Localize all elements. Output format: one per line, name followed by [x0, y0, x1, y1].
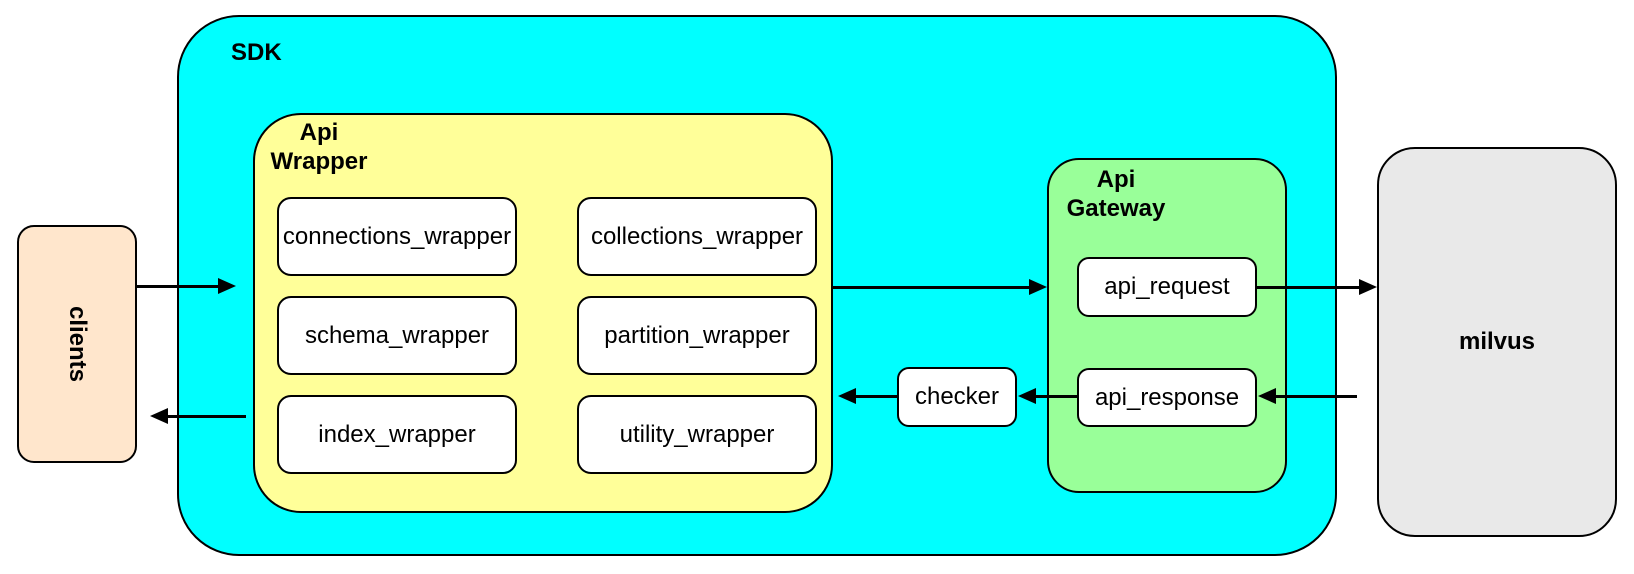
checker-box: checker: [897, 367, 1017, 427]
arrow-sdk-to-clients-head: [150, 408, 168, 424]
utility-wrapper-box: utility_wrapper: [577, 395, 817, 474]
arrow-api-response-to-checker-head: [1018, 388, 1036, 404]
arrow-api-response-to-checker-line: [1035, 395, 1077, 398]
milvus-label: milvus: [1458, 328, 1536, 355]
sdk-label: SDK: [231, 39, 282, 66]
api-request-box: api_request: [1077, 257, 1257, 317]
api-wrapper-label: Api Wrapper: [269, 118, 369, 176]
api-gateway-container: [1047, 158, 1287, 493]
arrow-clients-to-sdk-head: [218, 278, 236, 294]
partition-wrapper-box: partition_wrapper: [577, 296, 817, 375]
arrow-clients-to-sdk-line: [137, 285, 219, 288]
milvus-box: milvus: [1377, 147, 1617, 537]
arrow-api-wrapper-to-api-gateway-line: [832, 286, 1030, 289]
api-gateway-label: Api Gateway: [1066, 165, 1166, 223]
api-wrapper-label-line1: Api: [299, 119, 339, 146]
clients-box: clients: [17, 225, 137, 463]
arrow-checker-to-api-wrapper-line: [855, 395, 897, 398]
arrow-api-request-to-milvus-line: [1257, 286, 1360, 289]
connections-wrapper-box: connections_wrapper: [277, 197, 517, 276]
schema-wrapper-box: schema_wrapper: [277, 296, 517, 375]
arrow-checker-to-api-wrapper-head: [838, 388, 856, 404]
collections-wrapper-box: collections_wrapper: [577, 197, 817, 276]
api-gateway-label-line1: Api: [1096, 166, 1136, 193]
clients-label: clients: [64, 305, 91, 383]
api-response-box: api_response: [1077, 368, 1257, 427]
arrow-sdk-to-clients-line: [167, 415, 246, 418]
api-gateway-label-line2: Gateway: [1066, 195, 1166, 222]
arrow-milvus-to-api-response-line: [1275, 395, 1357, 398]
arrow-api-wrapper-to-api-gateway-head: [1029, 279, 1047, 295]
arrow-api-request-to-milvus-head: [1359, 279, 1377, 295]
api-wrapper-label-line2: Wrapper: [270, 148, 368, 175]
index-wrapper-box: index_wrapper: [277, 395, 517, 474]
arrow-milvus-to-api-response-head: [1258, 388, 1276, 404]
